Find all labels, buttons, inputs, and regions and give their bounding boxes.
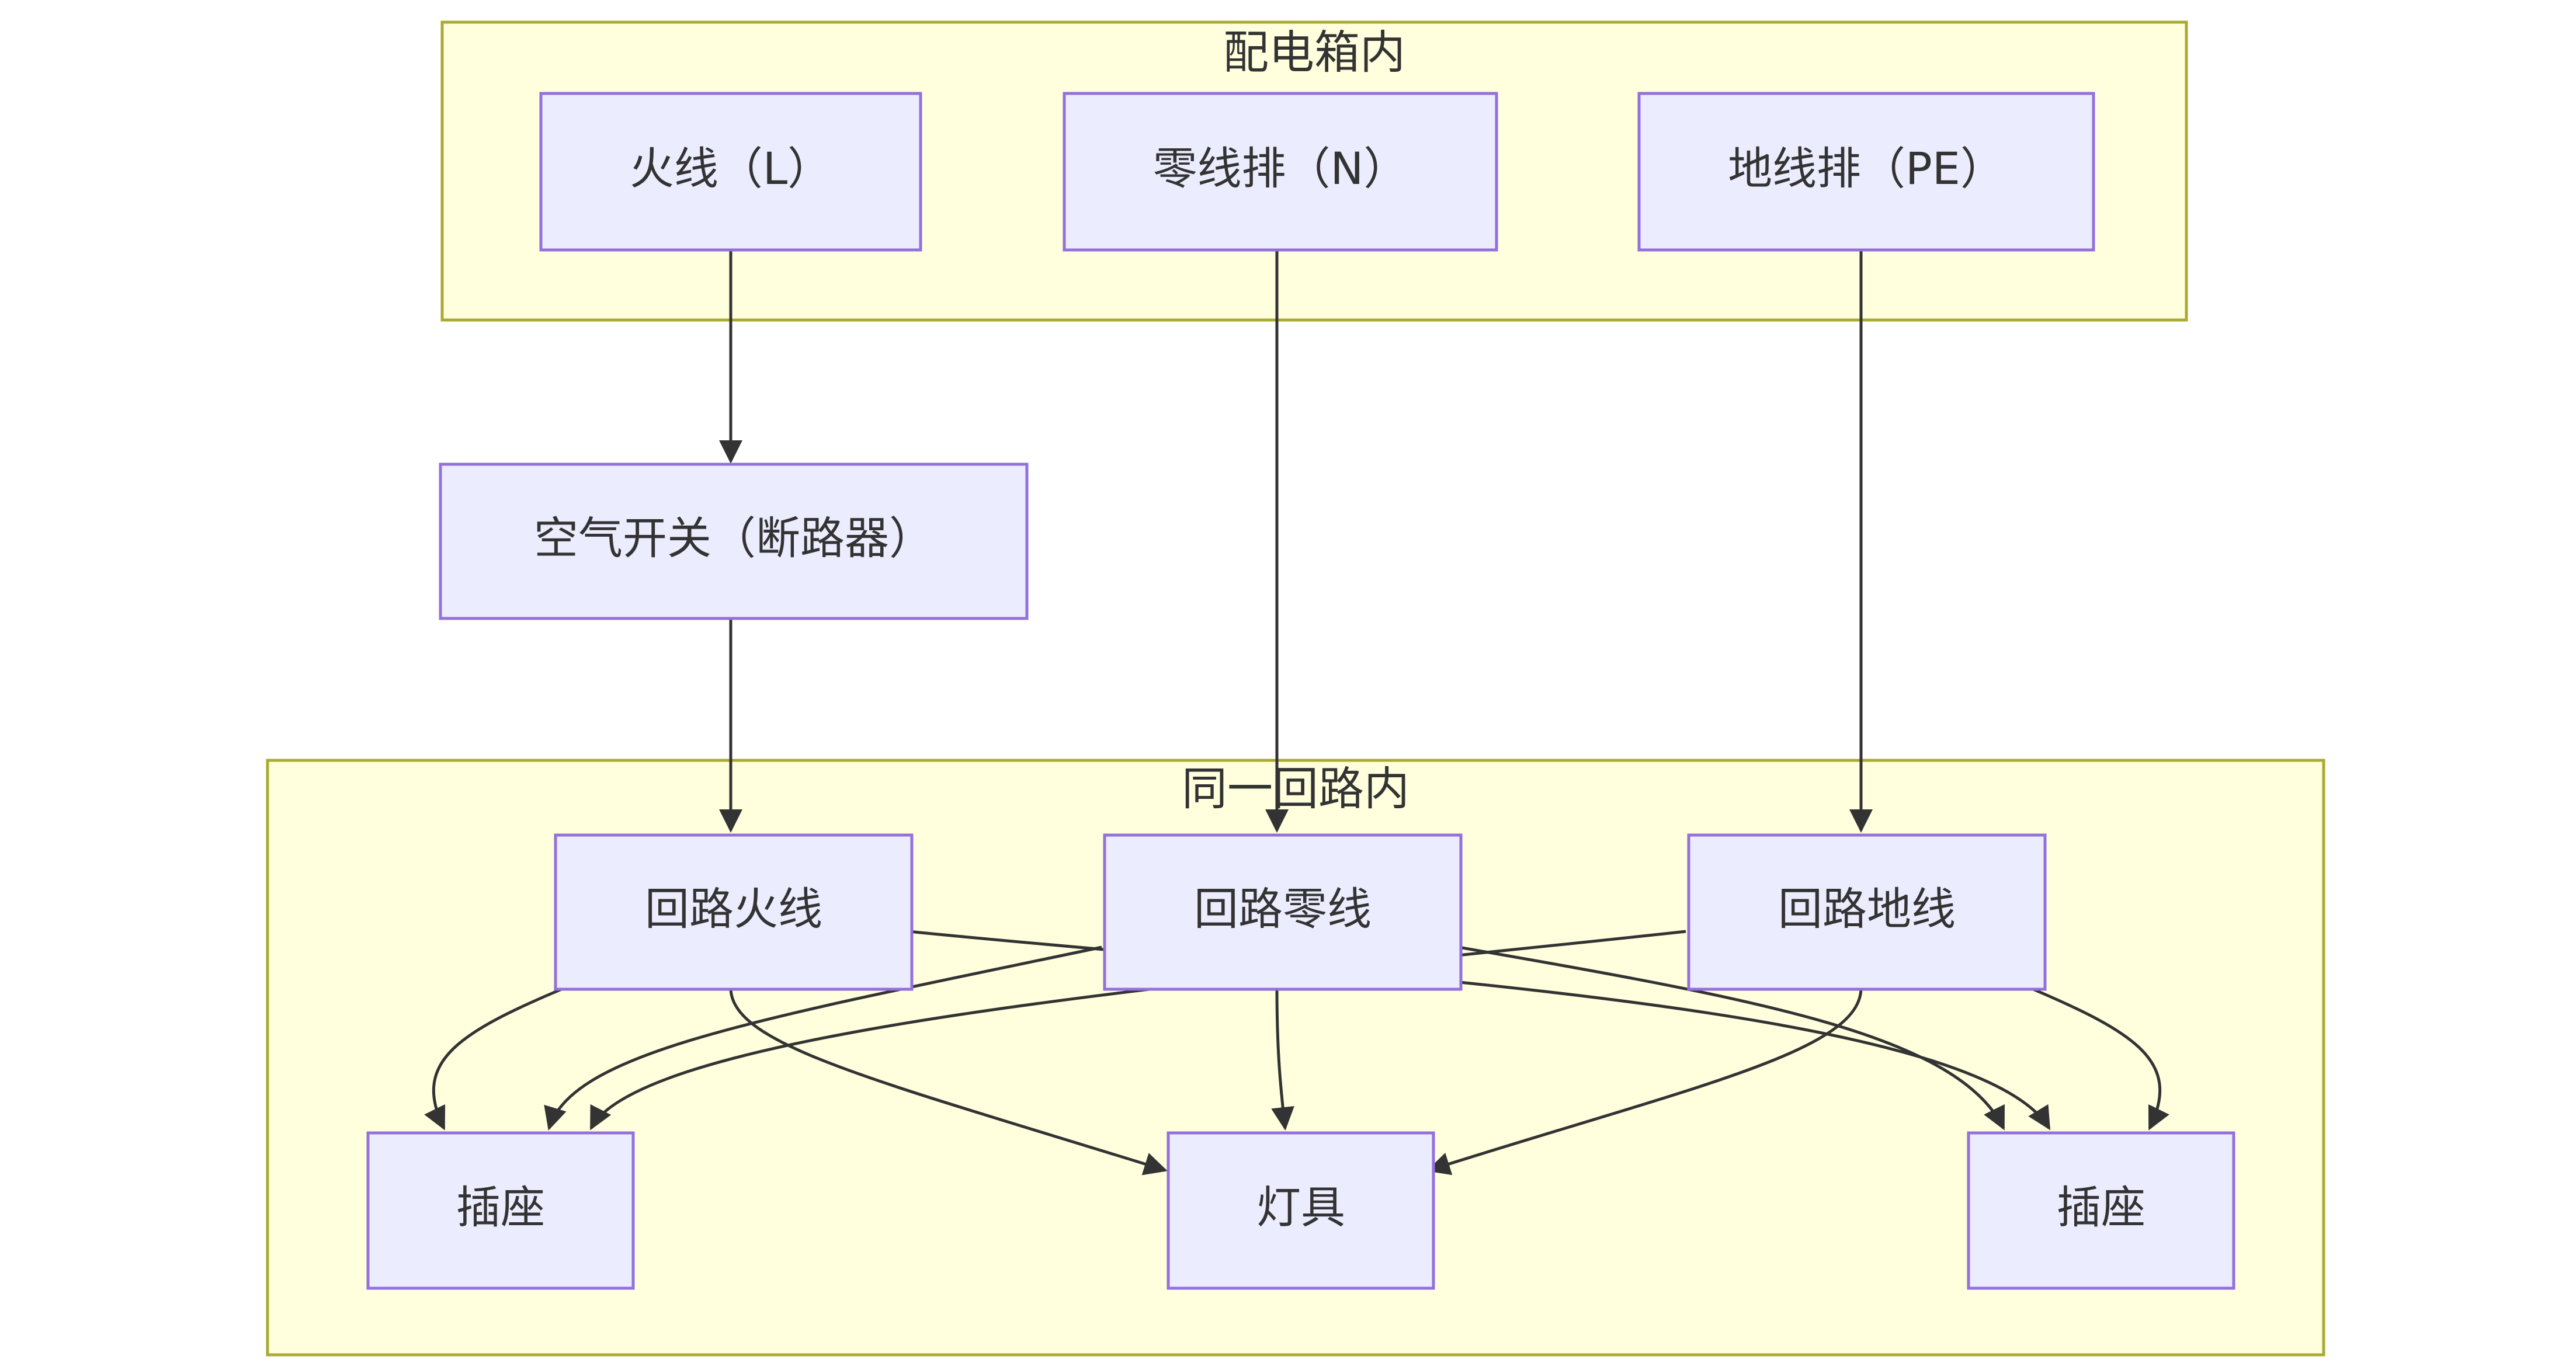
node-circuit-ground-box (1687, 833, 2047, 991)
node-lamp-label: 灯具 (1256, 1181, 1345, 1233)
edge-circuit-live-to-socket-left (424, 986, 565, 1131)
edge-circuit-live-to-lamp (729, 987, 1168, 1176)
node-circuit-neutral-label: 回路零线 (1194, 883, 1372, 935)
edge-circuit-ground-to-lamp (1426, 987, 1863, 1176)
edge-circuit-ground-to-socket-right (2030, 986, 2169, 1131)
node-lamp-box (1167, 1131, 1435, 1290)
node-socket-right: 插座 (1967, 1131, 2235, 1290)
node-circuit-ground-label: 回路地线 (1778, 883, 1956, 935)
node-socket-right-box (1967, 1131, 2235, 1290)
node-ground-bar-box (1637, 92, 2095, 252)
node-socket-left-label: 插座 (456, 1181, 545, 1233)
node-live-box (539, 92, 922, 252)
node-breaker: 空气开关（断路器） (439, 463, 1029, 620)
node-live: 火线（L） (539, 92, 922, 252)
edge-circuit-neutral-to-socket-right (1452, 944, 2005, 1131)
node-circuit-live-box (554, 833, 914, 991)
cluster-distribution-box-title: 配电箱内 (1223, 26, 1405, 79)
node-neutral-bar: 零线排（N） (1063, 92, 1498, 252)
node-neutral-bar-label: 零线排（N） (1153, 142, 1408, 194)
node-socket-left: 插座 (366, 1131, 635, 1290)
node-ground-bar-label: 地线排（PE） (1728, 142, 2005, 194)
edge-circuit-neutral-to-socket-left (544, 945, 1102, 1131)
node-socket-left-box (366, 1131, 635, 1290)
node-circuit-live-label: 回路火线 (645, 883, 822, 935)
node-circuit-live: 回路火线 (554, 833, 914, 991)
node-neutral-bar-box (1063, 92, 1498, 252)
node-ground-bar: 地线排（PE） (1637, 92, 2095, 252)
edge-circuit-neutral-to-lamp (1271, 987, 1294, 1131)
node-socket-right-label: 插座 (2057, 1181, 2145, 1233)
cluster-same-circuit-title: 同一回路内 (1182, 763, 1409, 815)
node-live-label: 火线（L） (630, 142, 832, 194)
node-circuit-neutral: 回路零线 (1103, 833, 1463, 991)
node-circuit-neutral-box (1103, 833, 1463, 991)
node-circuit-ground: 回路地线 (1687, 833, 2047, 991)
node-breaker-box (439, 463, 1029, 620)
edges (424, 250, 2169, 1176)
node-lamp: 灯具 (1167, 1131, 1435, 1290)
node-breaker-label: 空气开关（断路器） (534, 512, 933, 564)
edge-circuit-ground-to-socket-left (589, 930, 1686, 1131)
